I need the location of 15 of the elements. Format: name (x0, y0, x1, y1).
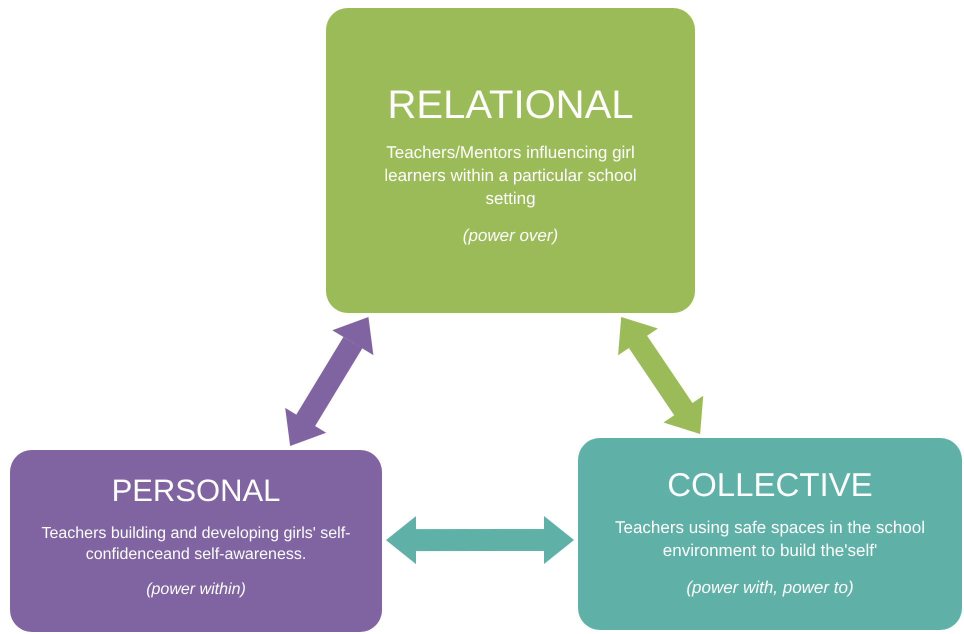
double-arrow (386, 516, 574, 564)
box-title: RELATIONAL (388, 82, 634, 129)
rounded-box (578, 438, 962, 630)
power-label: (power within) (145, 580, 247, 600)
power-label: (power with, power to) (685, 577, 855, 600)
box-title: PERSONAL (112, 472, 280, 510)
box-title: COLLECTIVE (667, 465, 873, 505)
power-label: (power over) (462, 224, 560, 247)
box-description: Teachers using safe spaces in the school environment to build the'self' (614, 517, 926, 562)
box-description: Teachers/Mentors influencing girl learners within a particular school setting (383, 142, 638, 210)
rounded-box (326, 8, 695, 313)
double-arrow (618, 317, 704, 434)
rounded-box (10, 450, 382, 632)
double-arrow (285, 317, 374, 446)
box-description: Teachers building and developing girls' self-confidenceand self-awareness. (40, 524, 352, 566)
